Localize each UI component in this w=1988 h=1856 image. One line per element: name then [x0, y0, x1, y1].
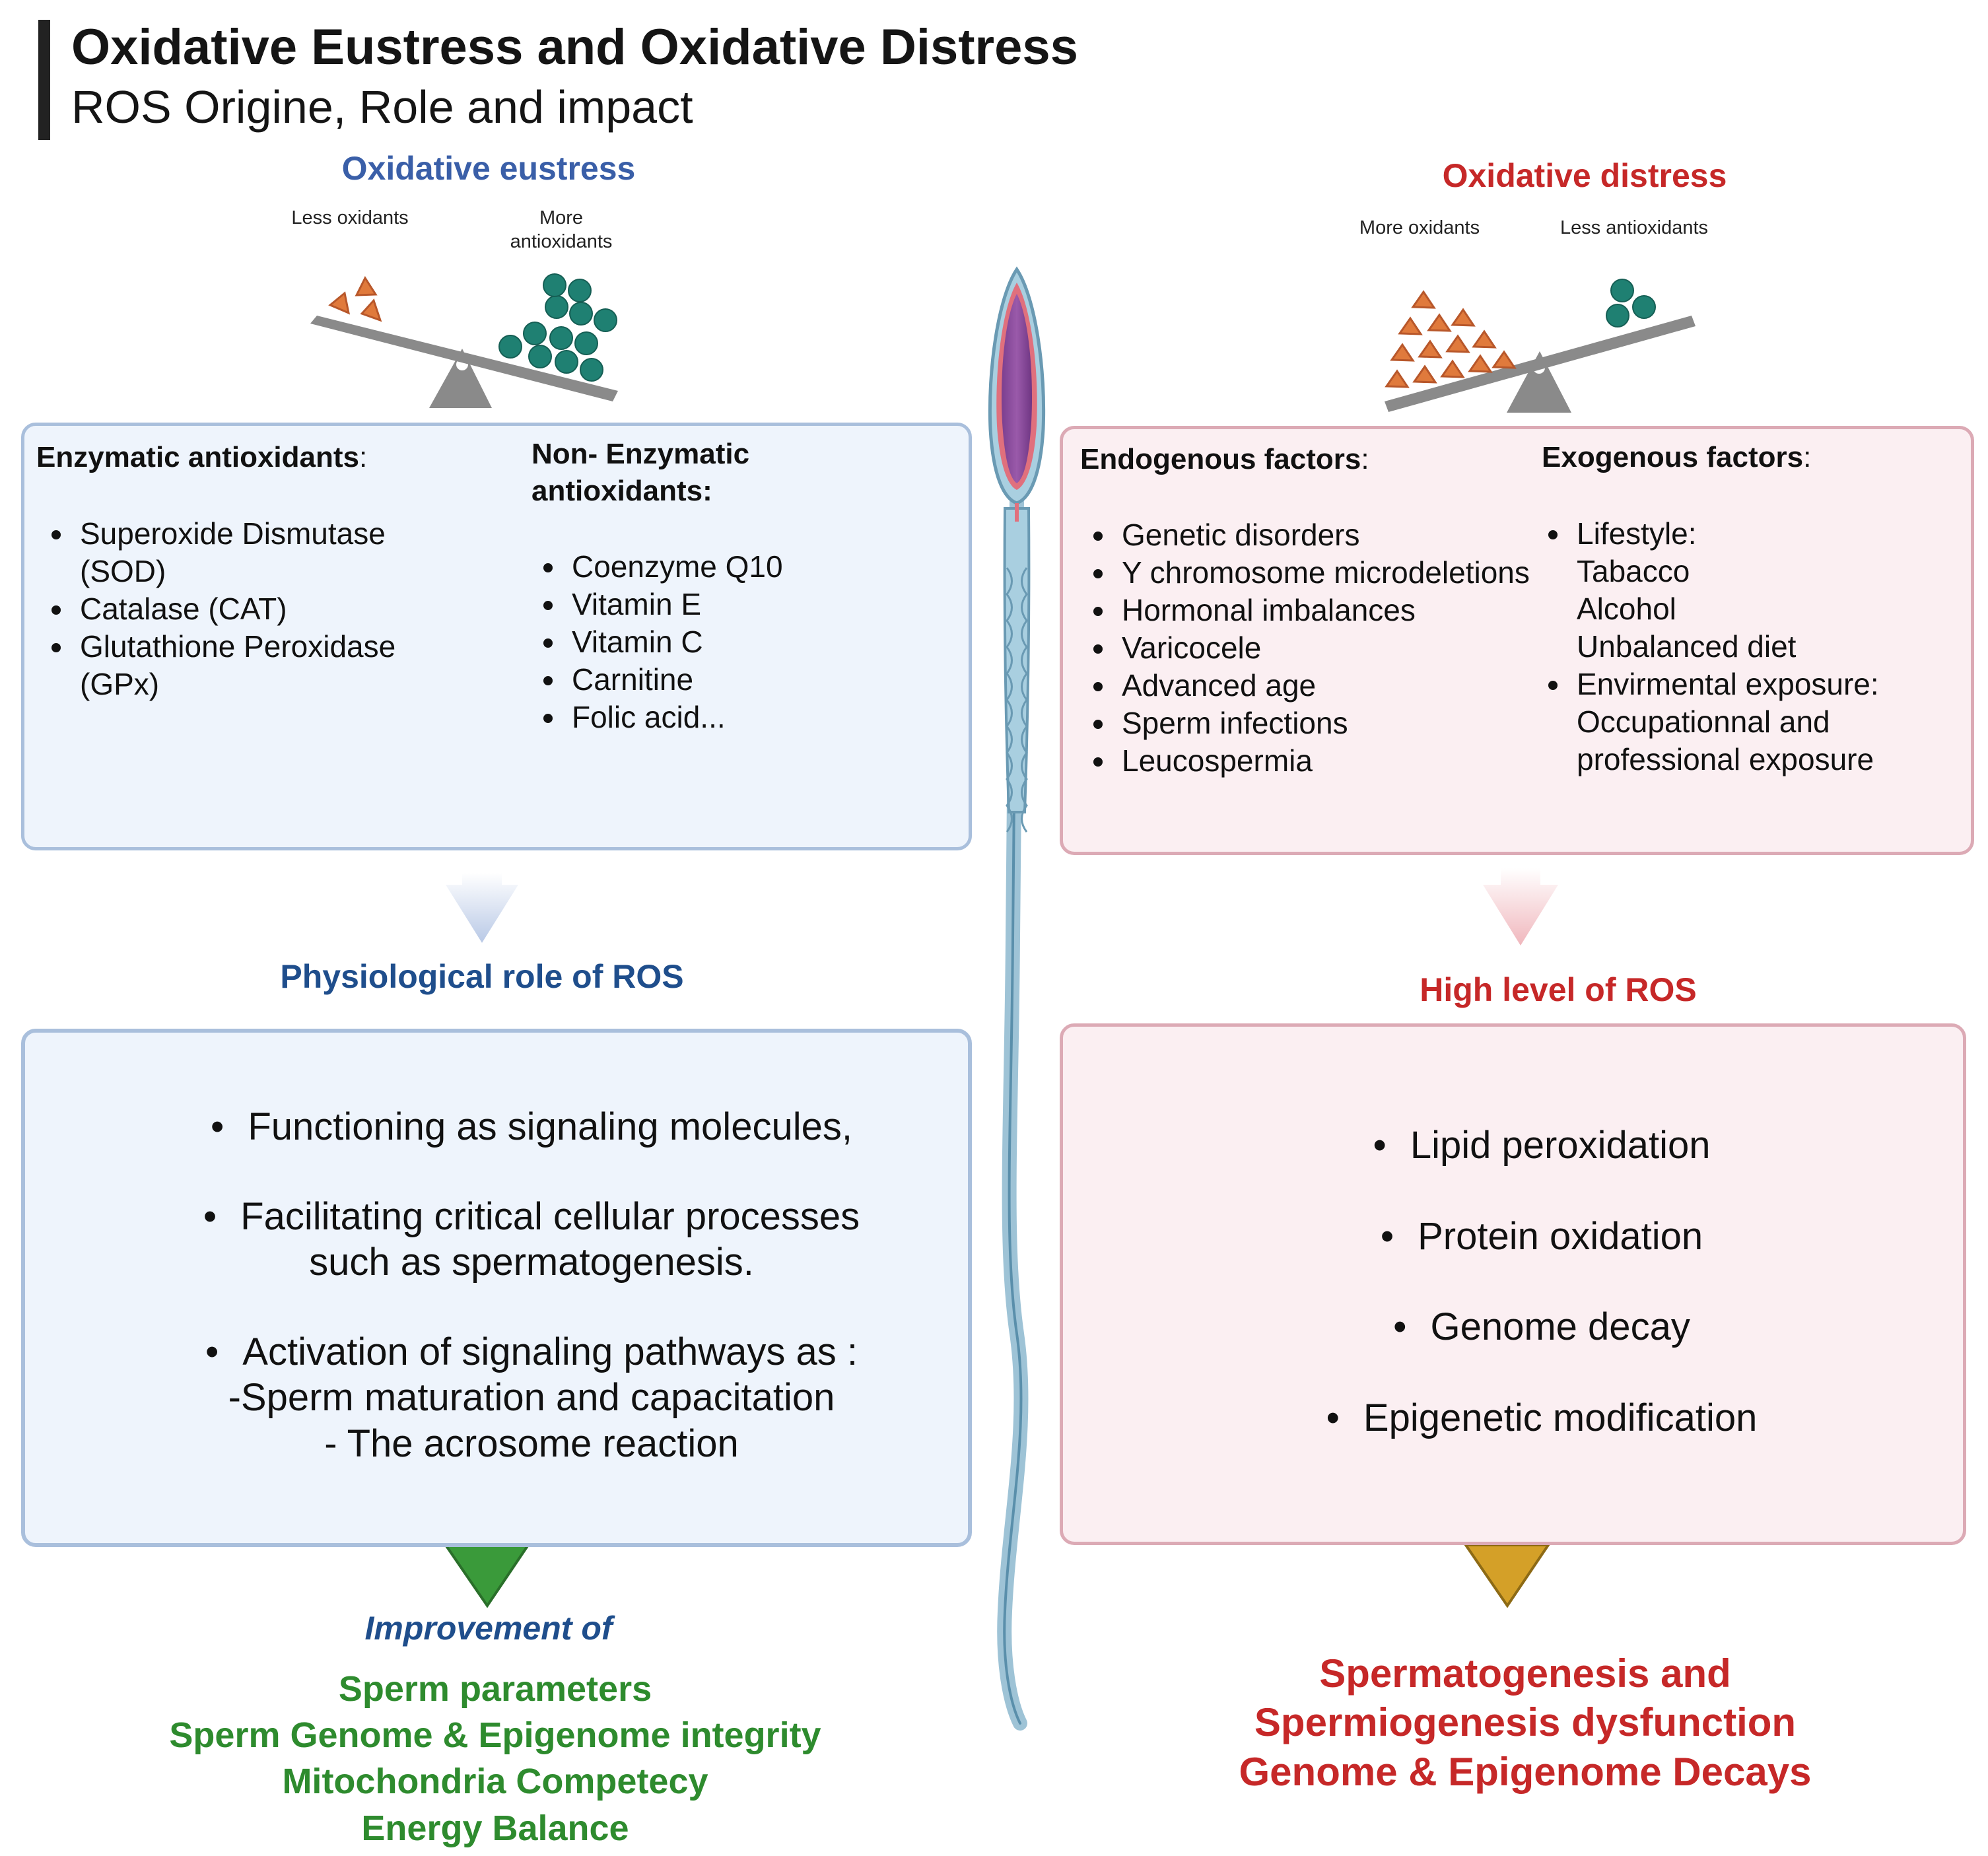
list-item: Alcohol — [1577, 592, 1676, 627]
outcome-item: Spermiogenesis dysfunction — [1254, 1700, 1797, 1745]
list-item: Lifestyle: — [1571, 515, 1969, 553]
list-item: Superoxide Dismutase (SOD) — [75, 515, 418, 590]
distress-heading: Oxidative distress — [1442, 157, 1727, 194]
list-item: Catalase (CAT) — [75, 590, 418, 628]
oxidant-triangle-icon — [328, 275, 382, 322]
physiological-role-heading: Physiological role of ROS — [280, 958, 684, 995]
ros-effects-list: •Lipid peroxidation •Protein oxidation •… — [1228, 1122, 1855, 1441]
enzymatic-list: Superoxide Dismutase (SOD) Catalase (CAT… — [36, 515, 418, 703]
list-item: Genetic disorders — [1116, 516, 1539, 554]
balance-scale-icon — [1385, 316, 1696, 413]
antioxidant-sphere-icon — [1606, 279, 1656, 327]
outcome-item: Sperm Genome & Epigenome integrity — [169, 1715, 821, 1756]
list-item: professional exposure — [1577, 742, 1874, 777]
list-item: Y chromosome microdeletions — [1116, 554, 1539, 592]
balance-scale-icon — [310, 316, 618, 408]
antioxidants-panel — [21, 423, 972, 850]
list-item: Glutathione Peroxidase (GPx) — [75, 628, 418, 703]
down-arrow-icon — [446, 873, 518, 943]
down-arrow-icon — [443, 1544, 531, 1608]
list-item: Vitamin C — [566, 623, 936, 661]
list-item: Carnitine — [566, 661, 936, 699]
list-item: Leucospermia — [1116, 742, 1539, 780]
outcome-item: Sperm parameters — [338, 1669, 652, 1709]
endogenous-heading: Endogenous factors: — [1080, 443, 1369, 475]
list-item: •Functioning as signaling molecules, — [211, 1105, 852, 1148]
non-enzymatic-heading: Non- Enzymatic antioxidants: — [531, 438, 750, 508]
eustress-heading: Oxidative eustress — [341, 150, 636, 187]
risk-factors-panel — [1060, 426, 1974, 855]
ros-effects-panel — [1060, 1023, 1966, 1545]
distress-scale-left-label: More oxidants — [1359, 217, 1480, 238]
endogenous-list: Genetic disorders Y chromosome microdele… — [1078, 516, 1539, 780]
outcome-item: Energy Balance — [361, 1808, 629, 1848]
improvement-outcomes: Sperm parameters Sperm Genome & Epigenom… — [99, 1666, 891, 1851]
oxidant-triangle-icon — [1385, 290, 1517, 388]
list-item: Vitamin E — [566, 586, 936, 623]
list-item: Tabacco — [1577, 554, 1690, 589]
physiological-role-panel — [21, 1029, 972, 1547]
list-item: Occupationnal and — [1577, 705, 1830, 739]
high-ros-heading: High level of ROS — [1420, 971, 1697, 1008]
list-item: Envirmental exposure: — [1571, 666, 1969, 703]
outcome-item: Spermatogenesis and — [1319, 1651, 1731, 1696]
list-item: •Protein oxidation — [1380, 1214, 1703, 1258]
list-item: •Activation of signaling pathways as :-S… — [205, 1330, 858, 1465]
title-accent-bar — [38, 20, 50, 140]
list-item: •Lipid peroxidation — [1373, 1124, 1711, 1167]
non-enzymatic-list: Coenzyme Q10 Vitamin E Vitamin C Carniti… — [528, 548, 936, 736]
list-item: Unbalanced diet — [1577, 629, 1797, 664]
distress-scale-right-label: Less antioxidants — [1560, 217, 1709, 238]
down-arrow-icon — [1463, 1544, 1551, 1608]
list-item: •Genome decay — [1393, 1305, 1690, 1349]
list-item: Varicocele — [1116, 629, 1539, 667]
antioxidant-sphere-icon — [498, 273, 617, 382]
role-list: •Functioning as signaling molecules, •Fa… — [152, 1104, 911, 1467]
page-subtitle: ROS Origine, Role and impact — [71, 81, 693, 133]
list-item: Coenzyme Q10 — [566, 548, 936, 586]
list-item: Folic acid... — [566, 699, 936, 736]
exogenous-heading: Exogenous factors: — [1542, 441, 1812, 473]
dysfunction-outcomes: Spermatogenesis and Spermiogenesis dysfu… — [1162, 1649, 1888, 1797]
list-item: •Epigenetic modification — [1326, 1396, 1758, 1439]
page-title: Oxidative Eustress and Oxidative Distres… — [71, 19, 1078, 75]
list-item: Hormonal imbalances — [1116, 592, 1539, 629]
outcome-item: Genome & Epigenome Decays — [1239, 1749, 1812, 1794]
list-item: •Facilitating critical cellular processe… — [203, 1194, 860, 1284]
exogenous-list: Lifestyle: Tabacco Alcohol Unbalanced di… — [1533, 515, 1969, 778]
improvement-heading: Improvement of — [364, 1610, 613, 1647]
list-item: Sperm infections — [1116, 705, 1539, 742]
outcome-item: Mitochondria Competecy — [282, 1762, 708, 1802]
eustress-scale-right-label: More antioxidants — [510, 207, 613, 253]
eustress-scale-left-label: Less oxidants — [291, 207, 409, 228]
list-item: Advanced age — [1116, 667, 1539, 705]
enzymatic-heading: Enzymatic antioxidants: — [36, 441, 368, 473]
sperm-cell-icon — [988, 266, 1046, 1731]
down-arrow-icon — [1483, 868, 1558, 945]
